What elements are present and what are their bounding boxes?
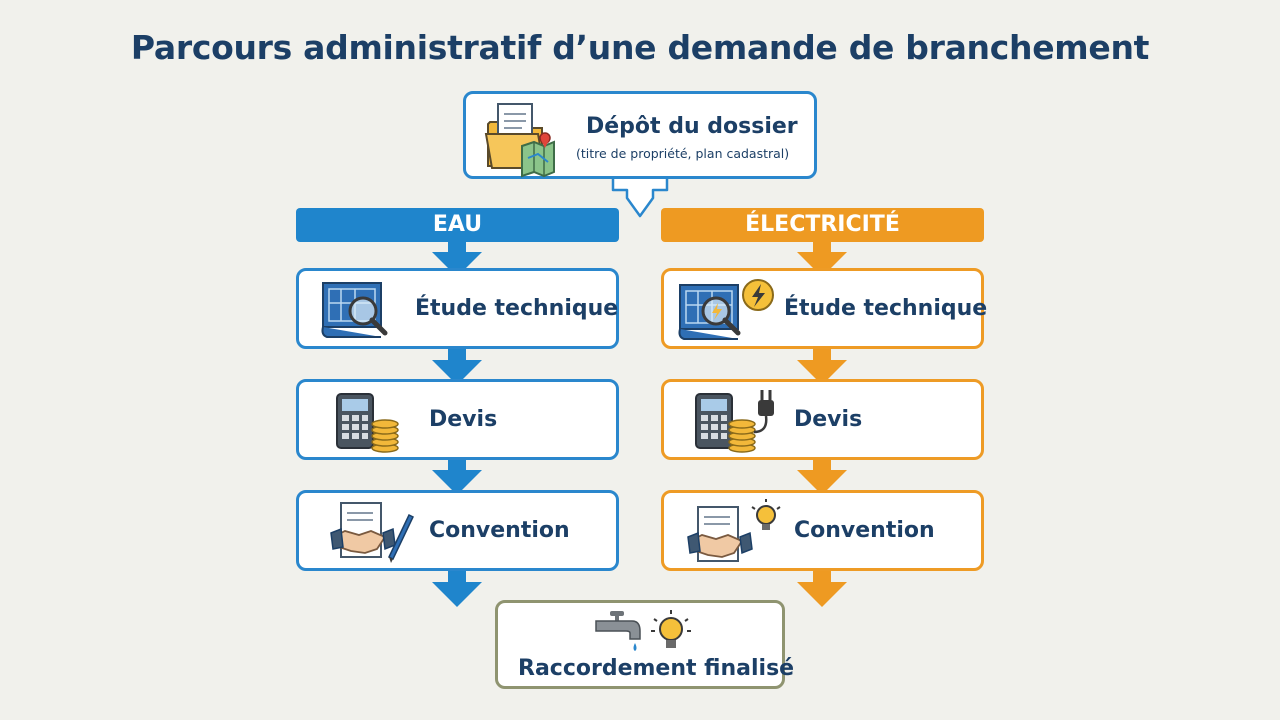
elec-arrow-3 [797,458,847,495]
elec-etude-label: Étude technique [784,296,988,321]
blueprint-lightning-icon [678,279,774,340]
elec-devis-label: Devis [794,407,863,432]
folder-map-icon [484,103,555,178]
depot-box: Dépôt du dossier (titre de propriété, pl… [463,91,817,179]
eau-header: EAU [296,208,619,242]
elec-convention-label: Convention [794,518,935,543]
eau-devis-label: Devis [429,407,498,432]
depot-subtitle: (titre de propriété, plan cadastral) [576,146,790,161]
handshake-bulb-icon [687,499,781,562]
eau-step-etude: Étude technique [296,268,619,349]
electricite-header: ÉLECTRICITÉ [661,208,984,242]
eau-arrow-4 [432,568,482,607]
depot-title: Dépôt du dossier [586,114,798,139]
eau-step-convention: Convention [296,490,619,571]
blueprint-magnifier-icon [321,282,388,338]
elec-arrow-4 [797,568,847,607]
eau-arrow-3 [432,458,482,495]
handshake-contract-pen-icon [330,502,414,563]
elec-arrow-2 [797,348,847,385]
eau-arrow-2 [432,348,482,385]
eau-arrow-1 [432,241,482,277]
electricite-step-convention: Convention [661,490,984,571]
final-box: Raccordement finalisé [495,600,794,689]
eau-etude-label: Étude technique [415,296,619,321]
elec-arrow-1 [797,241,847,277]
faucet-icon [595,611,641,651]
lightbulb-icon [651,610,691,648]
eau-convention-label: Convention [429,518,570,543]
calculator-coins-icon [336,393,399,453]
final-label: Raccordement finalisé [518,656,795,681]
depot-arrow [611,178,669,218]
page-title: Parcours administratif d’une demande de … [130,28,1150,67]
eau-arrows [432,241,482,607]
eau-step-devis: Devis [296,379,619,460]
electricite-arrows [797,241,847,607]
calculator-plug-icon [695,390,774,453]
electricite-step-devis: Devis [661,379,984,460]
electricite-step-etude: Étude technique [661,268,988,349]
